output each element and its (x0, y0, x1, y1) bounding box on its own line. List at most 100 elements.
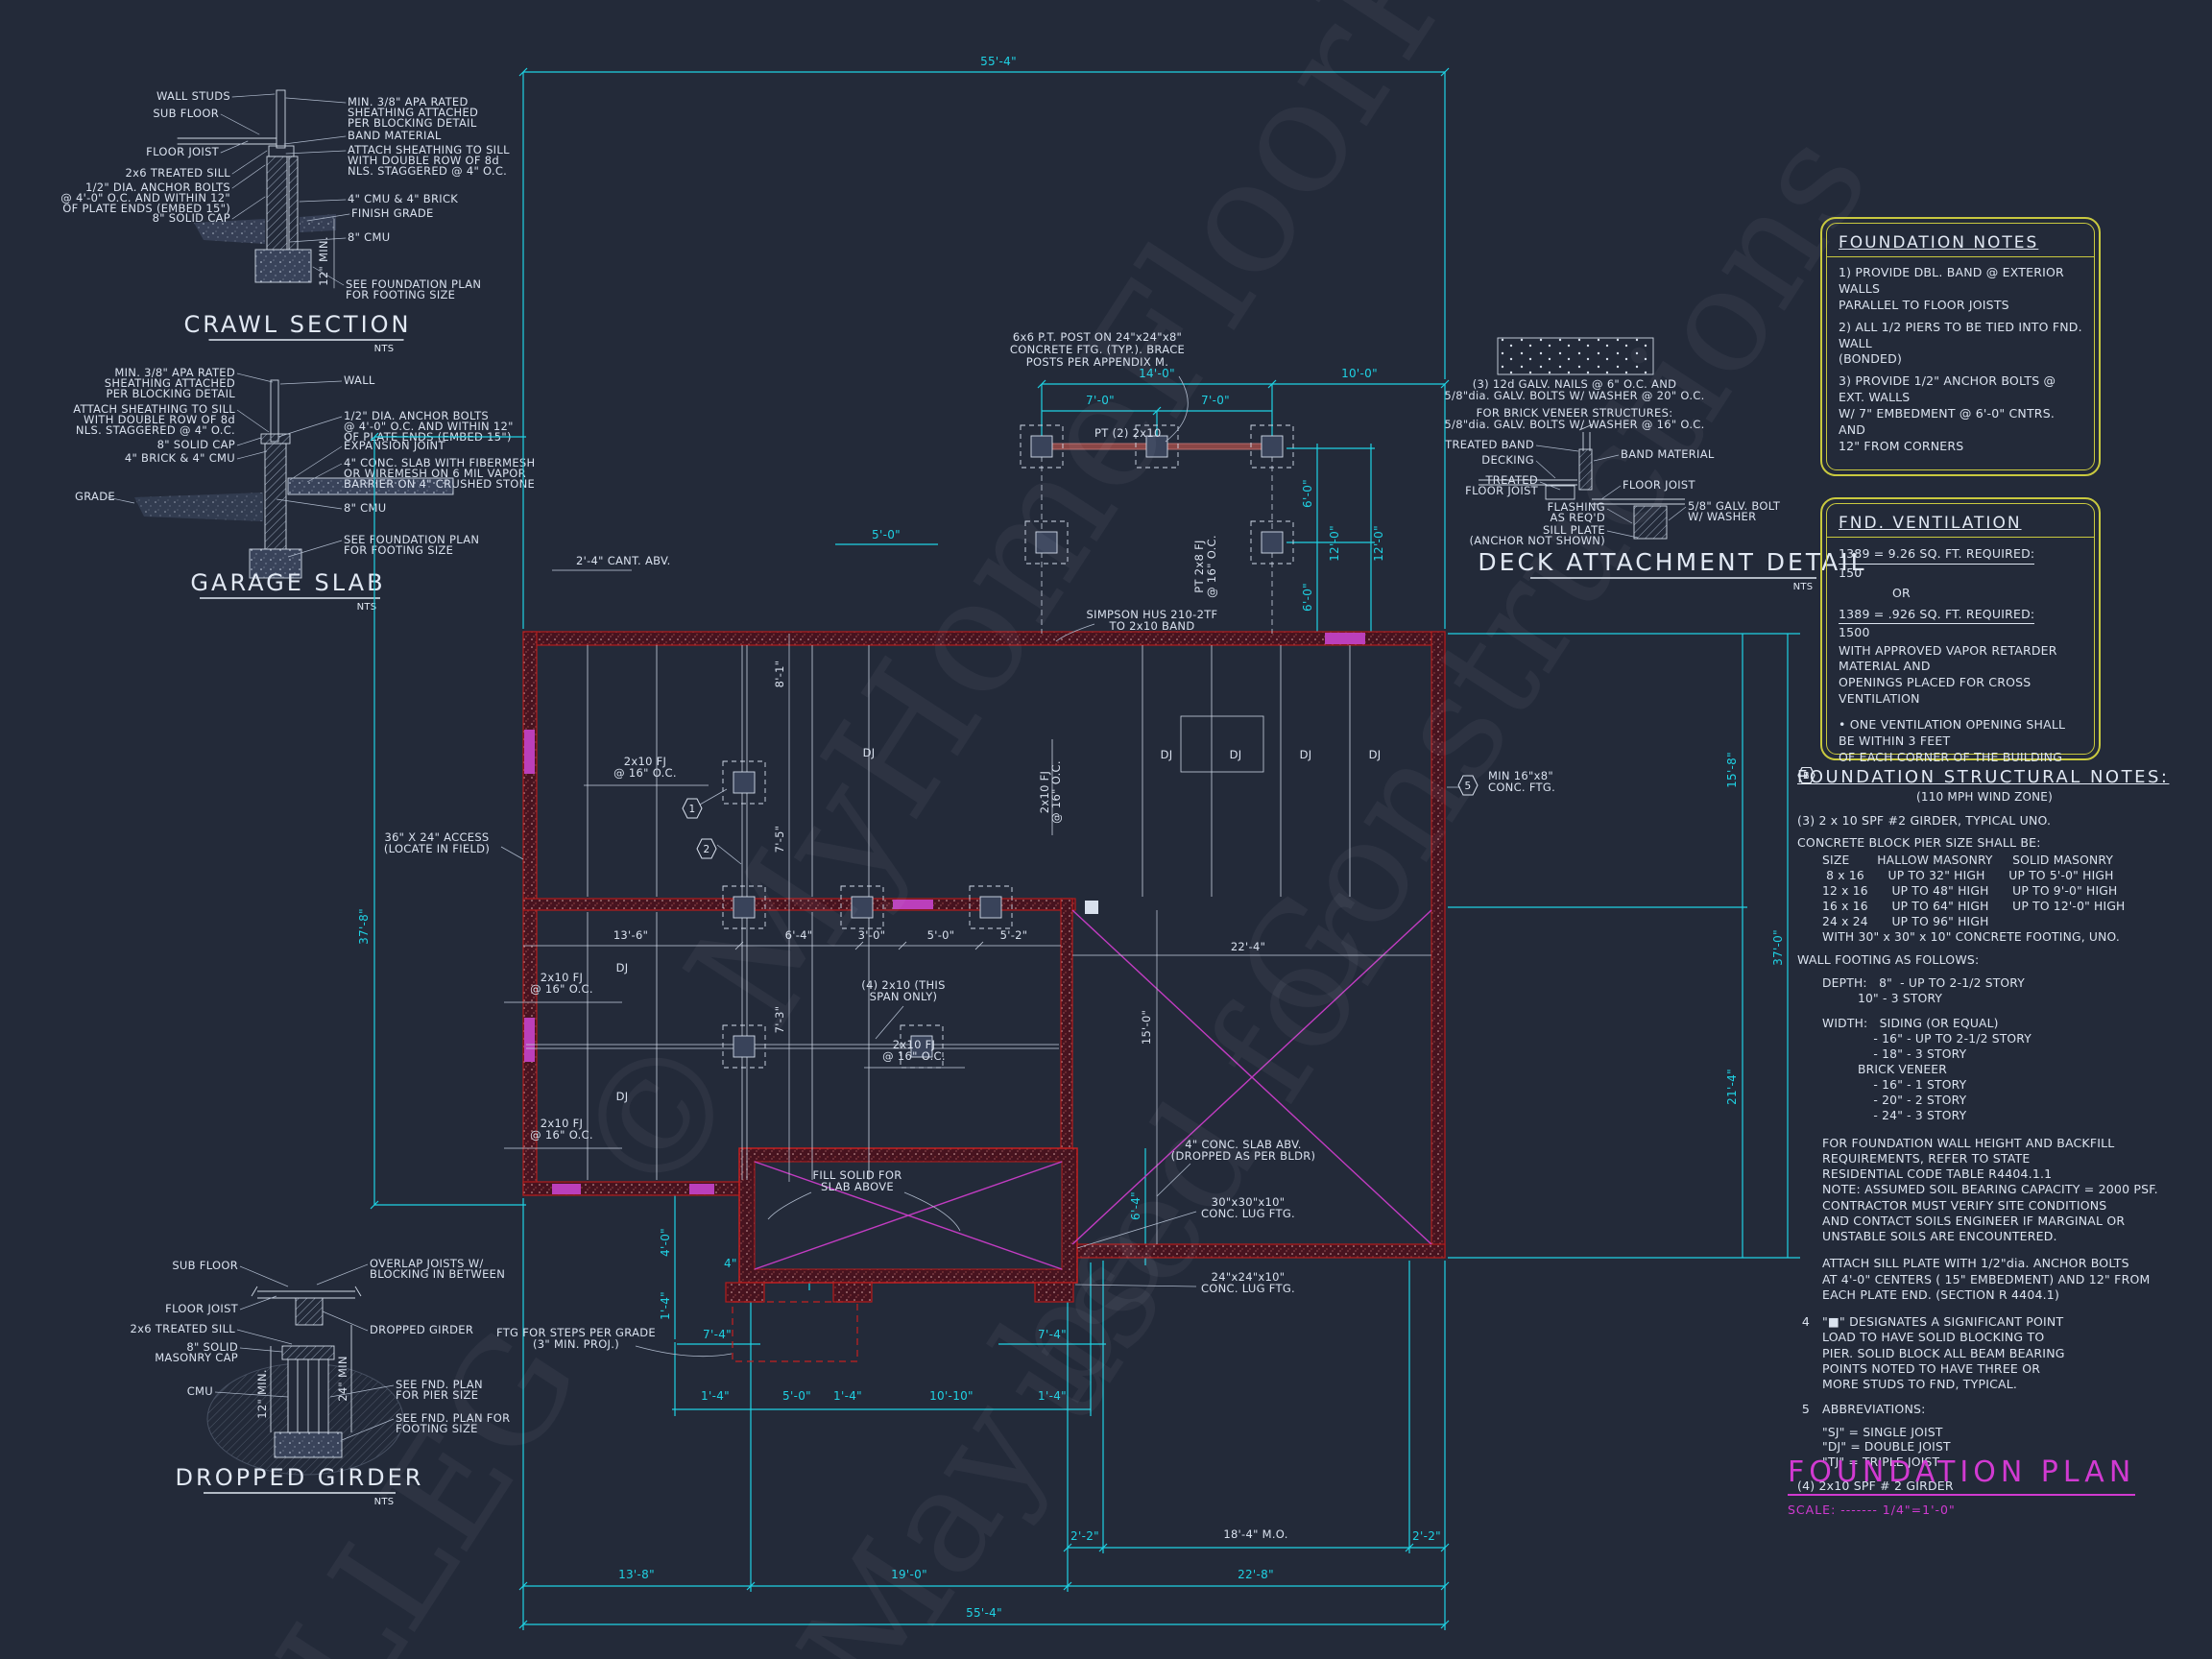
dim-bottom: 2'-2" (1070, 1529, 1099, 1543)
dim-right-37-0: 37'-0" (1771, 929, 1785, 966)
label-brick-cmu: 4" BRICK & 4" CMU (125, 451, 235, 465)
label-pt-band: PT (2) 2x10 (1094, 426, 1162, 440)
garage-graphic (134, 379, 454, 579)
dim-chain: 3'-0" (858, 928, 886, 942)
plan-leaders (500, 375, 1460, 1358)
note-4-number: 4 (1801, 1314, 1811, 1329)
structural-note-2-head: CONCRETE BLOCK PIER SIZE SHALL BE: (1797, 835, 2041, 851)
label-wall-studs: WALL STUDS (156, 89, 230, 103)
page-title: FOUNDATION PLAN (1788, 1455, 2136, 1496)
dim-bottom: 22'-8" (1238, 1568, 1274, 1581)
slab-brace-x (754, 909, 1432, 1270)
structural-note-5-head: ABBREVIATIONS: (1822, 1402, 1926, 1417)
dim-chain: 5'-2" (1000, 928, 1028, 942)
dim-porch-1-4: 1'-4" (659, 1291, 672, 1320)
divider (1827, 256, 2094, 257)
dim-overall-left: 37'-8" (357, 908, 371, 945)
dim-12-min: 12" MIN. (255, 1369, 269, 1419)
foundation-plan-drawing: 55'-4" 14'-0" 7'-0" 7'-0" 10'-0" 6'-0" 1… (357, 55, 1800, 1630)
dim-chain: 13'-6" (613, 928, 648, 942)
nts-label: NTS (374, 344, 395, 354)
svg-text:3: 3 (1803, 771, 1810, 781)
label-expansion-joint: EXPANSION JOINT (344, 439, 445, 452)
dim-porch: 1'-4" (1038, 1389, 1067, 1403)
structural-note-3-head: WALL FOOTING AS FOLLOWS: (1797, 952, 1980, 968)
step-footing-dashed (732, 1301, 858, 1362)
sill-plate-paragraph: ATTACH SILL PLATE WITH 1/2"dia. ANCHOR B… (1822, 1256, 2151, 1302)
label-floor-joist: FLOOR JOIST (146, 145, 219, 158)
dim-deck-width: 14'-0" (1139, 367, 1175, 380)
label-fj: 2x10 FJ@ 16" O.C. (882, 1038, 946, 1063)
label-floor-joist: FLOOR JOIST (1623, 478, 1695, 492)
vent-formula-2-denominator: 1500 (1839, 625, 1870, 639)
label-fj: 2x10 FJ@ 16" O.C. (530, 1117, 593, 1142)
pier-size-table: SIZE HALLOW MASONRY SOLID MASONRY 8 x 16… (1822, 854, 2126, 945)
dim-7-3: 7'-3" (773, 1006, 786, 1034)
dim-bottom: 2'-2" (1412, 1529, 1441, 1543)
label-treated-sill: 2x6 TREATED SILL (126, 166, 231, 180)
label-finish-grade: FINISH GRADE (351, 206, 434, 220)
crawl-section-detail: WALL STUDS SUB FLOOR FLOOR JOIST 2x6 TRE… (60, 89, 509, 354)
hex-callouts (682, 775, 1479, 859)
label-wall: WALL (344, 373, 375, 387)
dim-8-1: 8'-1" (773, 661, 786, 688)
label-solid-cap: 8" SOLID CAP (153, 211, 230, 225)
dim-right-21-4: 21'-4" (1725, 1069, 1739, 1105)
foundation-note-2: 2) ALL 1/2 PIERS TO BE TIED INTO FND. WA… (1839, 319, 2082, 367)
label-treated-band: TREATED BAND (1444, 438, 1534, 451)
dim-7-4: 7'-4" (1038, 1328, 1067, 1341)
garage-leaders (107, 373, 343, 558)
label-min-conc-ftg: MIN 16"x8"CONC. FTG. (1488, 769, 1555, 794)
label-steps-footing: FTG FOR STEPS PER GRADE(3" MIN. PROJ.) (496, 1326, 656, 1351)
label-fj: 2x10 FJ@ 16" O.C. (1038, 760, 1063, 824)
hex-callout-5: 5 (1465, 781, 1472, 792)
nts-label: NTS (1793, 582, 1814, 592)
vent-or: OR (1892, 586, 1911, 600)
dim-chain: 5'-0" (927, 928, 955, 942)
svg-text:2: 2 (1803, 771, 1810, 781)
crawl-leaders (220, 93, 350, 289)
wall-footing-depth: DEPTH: 8" - UP TO 2-1/2 STORY 10" - 3 ST… (1822, 975, 2025, 1005)
label-double-joist: DJ (1300, 748, 1312, 761)
detail-title-dropped-girder: DROPPED GIRDER (176, 1464, 424, 1491)
girder-leaders (214, 1263, 395, 1441)
nail-plate (1497, 337, 1654, 375)
label-cantilever: 2'-4" CANT. ABV. (576, 554, 671, 567)
vent-formula-1: 1389 = 9.26 SQ. FT. REQUIRED: (1839, 545, 2035, 565)
structural-note-6: (4) 2x10 SPF # 2 GIRDER (1797, 1479, 1954, 1494)
label-grade: GRADE (75, 490, 115, 503)
joists-and-beams (504, 446, 1431, 1244)
dim-deck-side: 6'-0" (1301, 479, 1314, 508)
label-8-cmu: 8" CMU (344, 501, 386, 515)
dim-deck-right: 10'-0" (1341, 367, 1378, 380)
label-cmu: CMU (187, 1384, 213, 1398)
deck-leaders (1535, 445, 1687, 539)
magenta-accents (524, 633, 1432, 1270)
vent-formula-2: 1389 = .926 SQ. FT. REQUIRED: (1839, 606, 2035, 624)
dim-24-min: 24" MIN (336, 1356, 349, 1402)
crawl-graphic (177, 89, 336, 283)
vent-formula-1-denominator: 150 (1839, 565, 1863, 580)
vent-paragraph: WITH APPROVED VAPOR RETARDER MATERIAL AN… (1839, 642, 2057, 707)
fnd-ventilation-title: FND. VENTILATION (1839, 514, 2022, 533)
wall-footing-width: WIDTH: SIDING (OR EQUAL) - 16" - UP TO 2… (1822, 1016, 2032, 1122)
svg-text:6: 6 (1803, 771, 1810, 781)
backfill-paragraph: FOR FOUNDATION WALL HEIGHT AND BACKFILL … (1822, 1135, 2158, 1244)
deck-note-2: FOR BRICK VENEER STRUCTURES:5/8"dia. GAL… (1444, 406, 1704, 431)
hex-callout-1: 1 (689, 804, 696, 815)
dim-7-5: 7'-5" (773, 826, 786, 854)
dim-room-height: 15'-0" (1140, 1010, 1153, 1045)
label-dropped-girder: DROPPED GIRDER (370, 1323, 473, 1336)
dim-overall-bottom: 55'-4" (966, 1606, 1002, 1620)
label-overlap-joists: OVERLAP JOISTS W/BLOCKING IN BETWEEN (370, 1257, 505, 1281)
